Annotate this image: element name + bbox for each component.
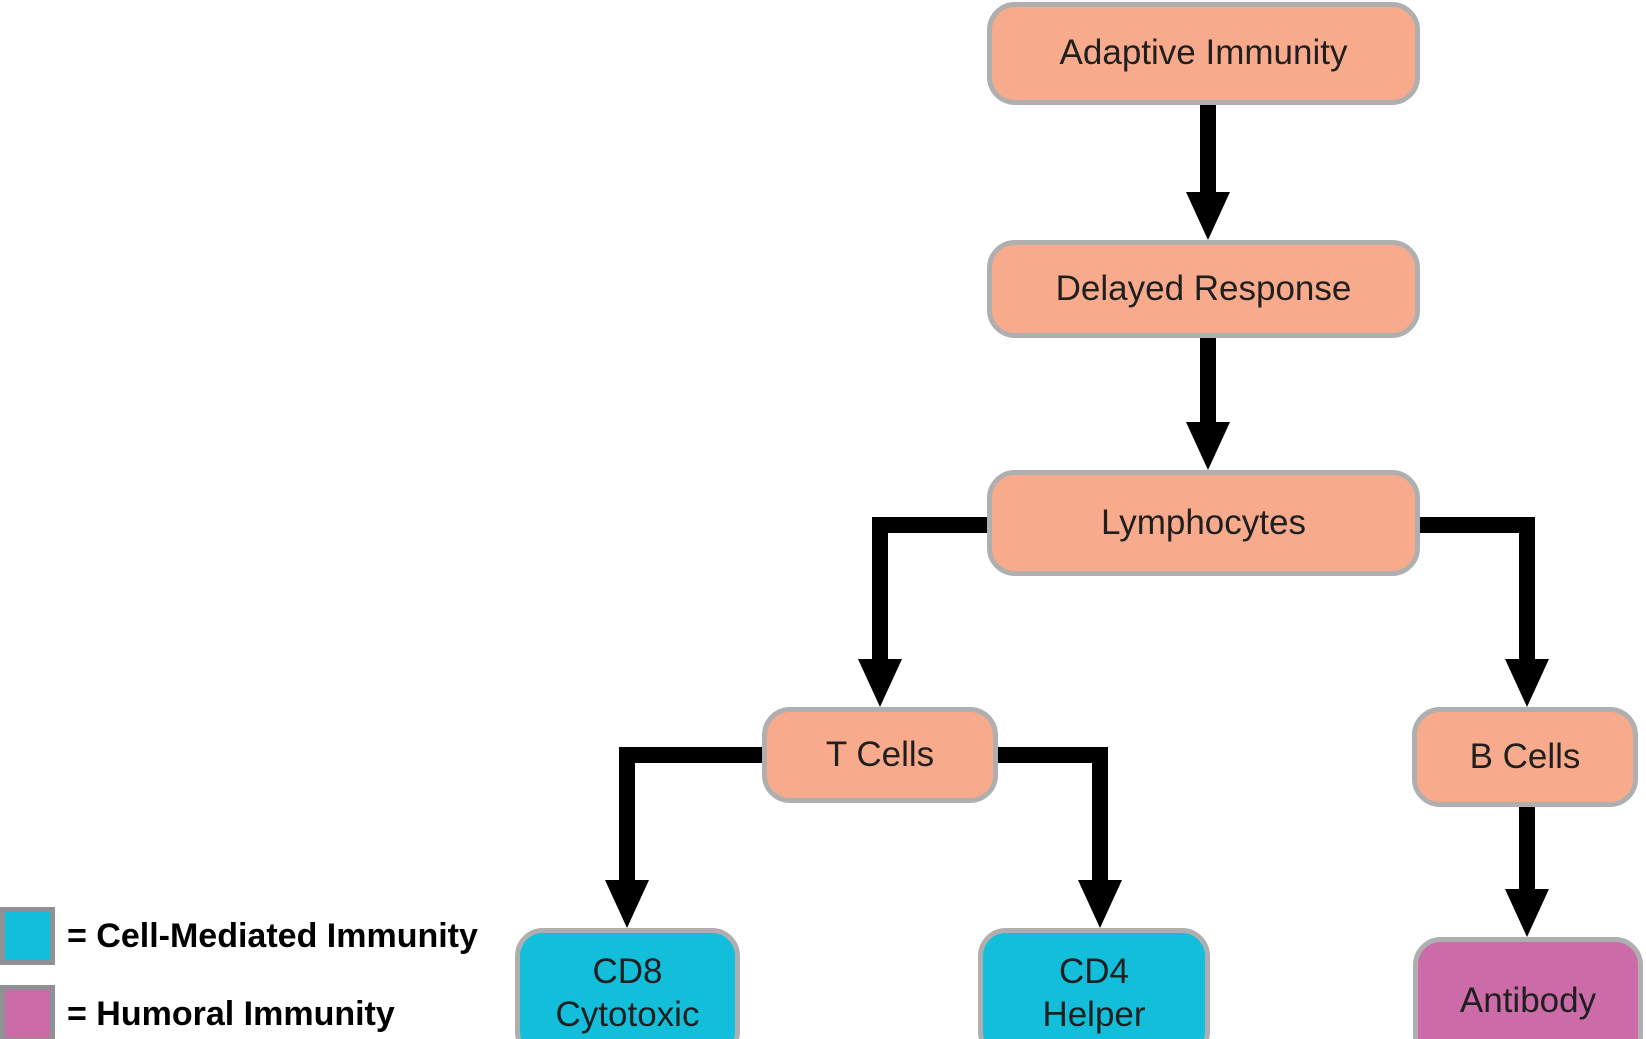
legend-swatch-cell-mediated: [0, 907, 55, 965]
connector-tcells-to-cd8: [619, 747, 762, 763]
node-label: Lymphocytes: [1101, 502, 1306, 542]
node-label-line1: CD8: [592, 952, 663, 992]
node-b-cells: B Cells: [1412, 707, 1638, 807]
node-lymphocytes: Lymphocytes: [987, 470, 1420, 576]
legend-label: = Humoral Immunity: [67, 994, 395, 1033]
connector-tcells-to-cd4: [1092, 747, 1108, 884]
legend-item-cell-mediated: = Cell-Mediated Immunity: [0, 907, 478, 965]
arrowhead-down-icon: [1186, 422, 1230, 470]
connector-lymphocytes-to-bcells: [1420, 517, 1535, 533]
node-adaptive-immunity: Adaptive Immunity: [987, 2, 1420, 105]
arrowhead-down-icon: [605, 880, 649, 928]
legend-item-humoral: = Humoral Immunity: [0, 985, 395, 1039]
connector-lymphocytes-to-tcells: [872, 517, 888, 663]
node-label-line1: CD4: [1058, 952, 1130, 992]
legend-label: = Cell-Mediated Immunity: [67, 916, 478, 955]
node-t-cells: T Cells: [762, 707, 998, 803]
connector-tcells-to-cd8: [619, 747, 635, 884]
connector-delayed-to-lymphocytes: [1200, 338, 1216, 428]
legend-swatch-humoral: [0, 985, 55, 1039]
node-cd4-helper: CD4 Helper: [978, 928, 1210, 1039]
arrowhead-down-icon: [858, 659, 902, 707]
connector-adaptive-to-delayed: [1200, 105, 1216, 200]
node-label-line2: Helper: [1042, 995, 1146, 1034]
connector-lymphocytes-to-bcells: [1519, 517, 1535, 663]
node-label: Delayed Response: [1055, 268, 1352, 308]
arrowhead-down-icon: [1078, 880, 1122, 928]
node-label: Antibody: [1459, 980, 1597, 1020]
node-label: T Cells: [825, 734, 935, 774]
node-delayed-response: Delayed Response: [987, 240, 1420, 338]
arrowhead-down-icon: [1505, 889, 1549, 937]
node-cd8-cytotoxic: CD8 Cytotoxic: [515, 928, 740, 1039]
connector-lymphocytes-to-tcells: [872, 517, 987, 533]
node-antibody: Antibody: [1413, 937, 1643, 1039]
node-label-line2: Cytotoxic: [555, 995, 700, 1034]
connector-bcells-to-antibody: [1519, 807, 1535, 893]
connector-tcells-to-cd4: [998, 747, 1108, 763]
node-label: Adaptive Immunity: [1059, 33, 1348, 73]
arrowhead-down-icon: [1505, 659, 1549, 707]
arrowhead-down-icon: [1186, 192, 1230, 240]
node-label: B Cells: [1469, 736, 1581, 776]
